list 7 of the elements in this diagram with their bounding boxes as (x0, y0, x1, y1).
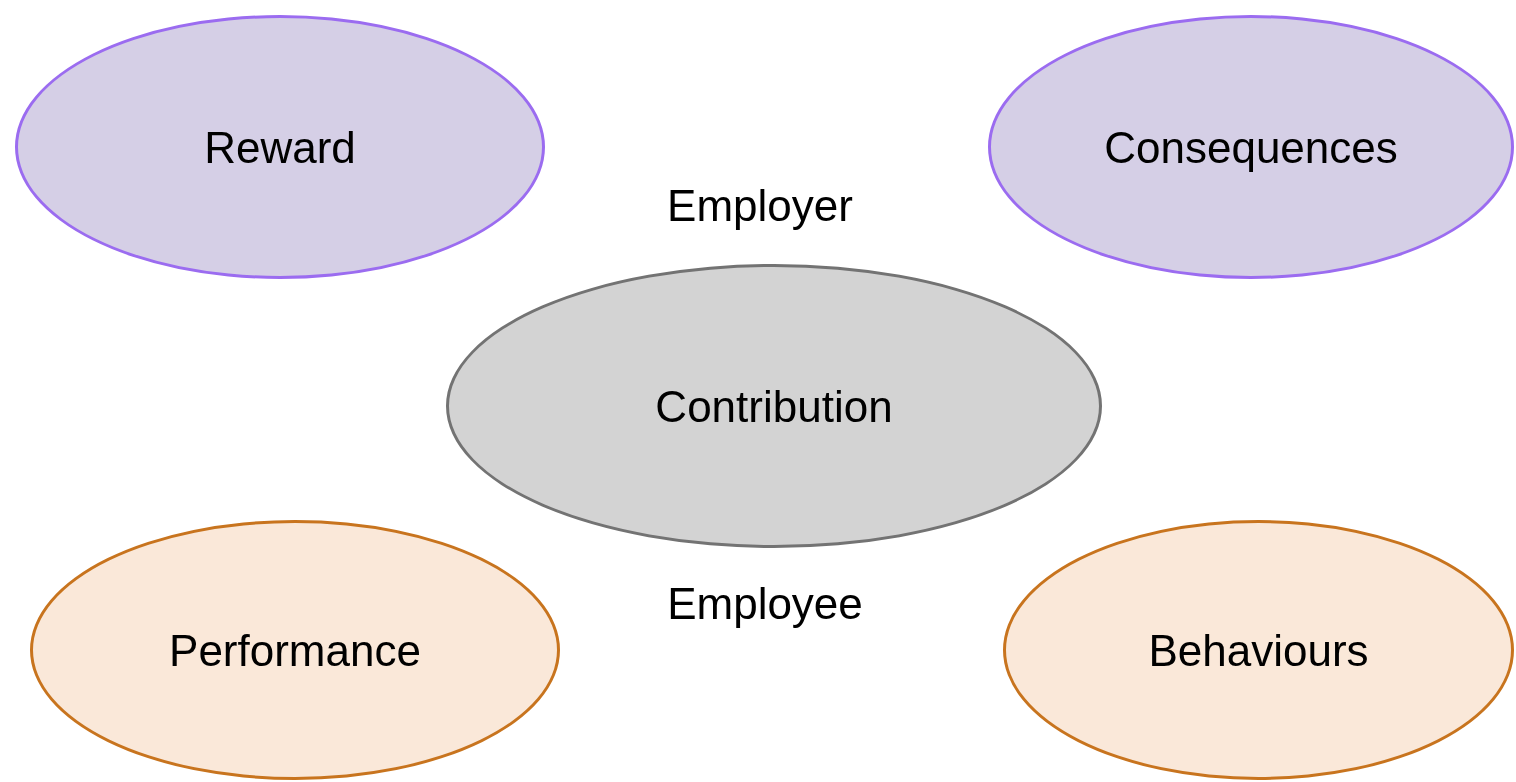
node-label: Reward (204, 121, 356, 174)
node-label: Consequences (1104, 121, 1398, 174)
role-label: Employer (667, 180, 853, 232)
node-label: Behaviours (1148, 624, 1369, 677)
role-label: Employee (667, 578, 863, 630)
node-label: Contribution (655, 380, 893, 433)
node-label: Performance (169, 624, 421, 677)
